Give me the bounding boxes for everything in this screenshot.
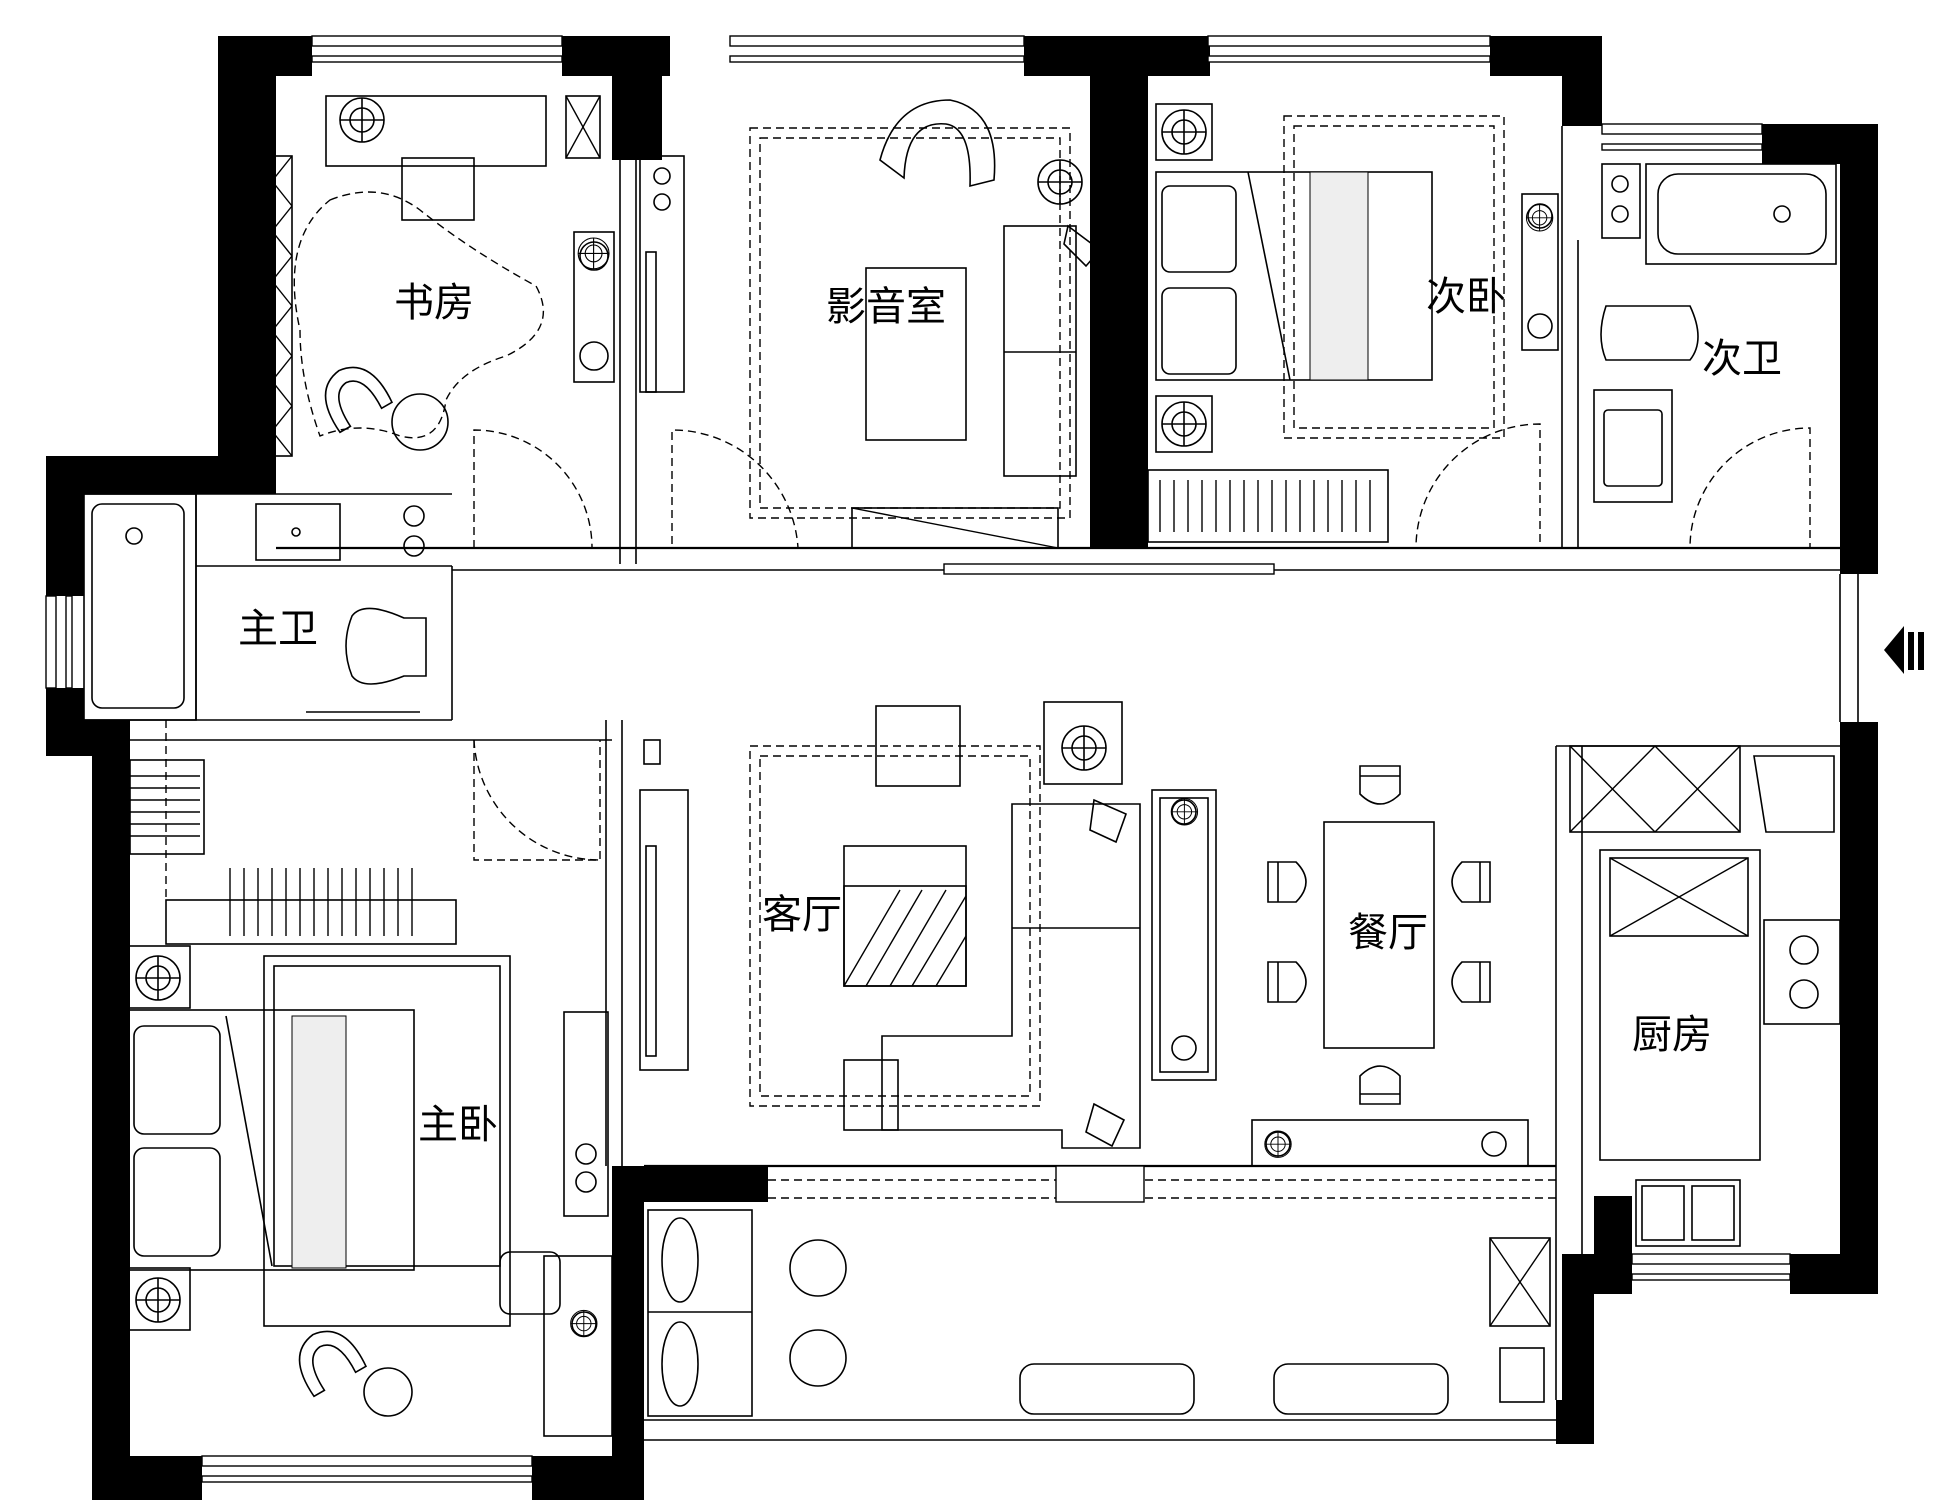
kitchen-fixtures — [1569, 745, 1841, 1247]
master-bath-fixtures — [83, 493, 427, 721]
room-label-study: 书房 — [394, 280, 474, 326]
second-bedroom-furniture — [1147, 103, 1559, 543]
room-label-second-bath: 次卫 — [1702, 336, 1782, 382]
room-label-kitchen: 厨房 — [1632, 1012, 1712, 1058]
room-labels: 书房 影音室 次卧 次卫 主卫 客厅 餐厅 厨房 主卧 — [238, 274, 1782, 1148]
room-label-theater: 影音室 — [826, 284, 946, 330]
study-furniture — [251, 95, 615, 457]
second-bath-fixtures — [1593, 163, 1837, 503]
room-label-master-bath: 主卫 — [238, 606, 318, 652]
room-label-dining: 餐厅 — [1348, 910, 1428, 956]
theater-furniture — [639, 99, 1102, 549]
room-label-second-bedroom: 次卧 — [1426, 274, 1506, 320]
dining-furniture — [1251, 765, 1529, 1167]
windows — [45, 35, 1859, 1483]
living-furniture — [639, 701, 1217, 1149]
door-swings — [473, 423, 1811, 861]
room-label-living: 客厅 — [762, 892, 842, 938]
exterior-walls — [46, 36, 1878, 1500]
entrance-arrow-icon — [1884, 626, 1924, 674]
room-label-master-bedroom: 主卧 — [418, 1102, 498, 1148]
master-bedroom-furniture — [127, 720, 613, 1437]
interior-walls — [84, 36, 1840, 1441]
balcony-furniture — [647, 1209, 1551, 1417]
